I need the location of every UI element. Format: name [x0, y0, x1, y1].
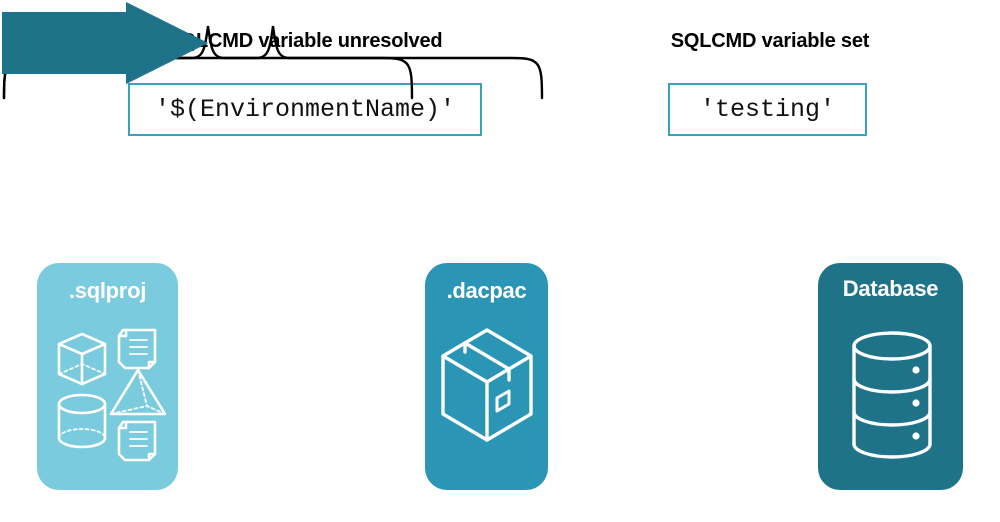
- value-box-environment-name: '$(EnvironmentName)': [128, 83, 482, 136]
- card-database-label: Database: [842, 276, 939, 301]
- scroll-icon-bottom: [117, 420, 157, 462]
- heading-sqlcmd-variable-set: SQLCMD variable set: [670, 30, 870, 52]
- package-box-icon: [441, 328, 533, 442]
- scroll-icon-top: [117, 328, 157, 370]
- sqlproj-icons-group: [57, 328, 167, 462]
- card-dacpac[interactable]: [425, 263, 548, 490]
- value-box-testing: 'testing': [668, 83, 867, 136]
- pyramid-icon: [109, 368, 167, 416]
- arrow-deploy: [0, 2, 212, 172]
- card-sqlproj-label: .sqlproj: [68, 278, 147, 303]
- arrow-build-label: build: [247, 360, 313, 391]
- card-sqlproj-artwork: [37, 322, 178, 462]
- database-cylinder-icon: [852, 331, 932, 459]
- card-dacpac-artwork: [437, 322, 537, 462]
- arrow-right-icon-deploy: [2, 2, 208, 84]
- cylinder-icon: [57, 393, 107, 449]
- cube-icon: [57, 332, 107, 386]
- card-dacpac-label: .dacpac: [446, 278, 527, 303]
- arrow-deploy-label: deploy: [636, 360, 724, 391]
- card-database-artwork: [848, 328, 936, 468]
- card-database[interactable]: [818, 263, 963, 490]
- heading-sqlcmd-variable-unresolved: SQLCMD variable unresolved: [167, 30, 443, 52]
